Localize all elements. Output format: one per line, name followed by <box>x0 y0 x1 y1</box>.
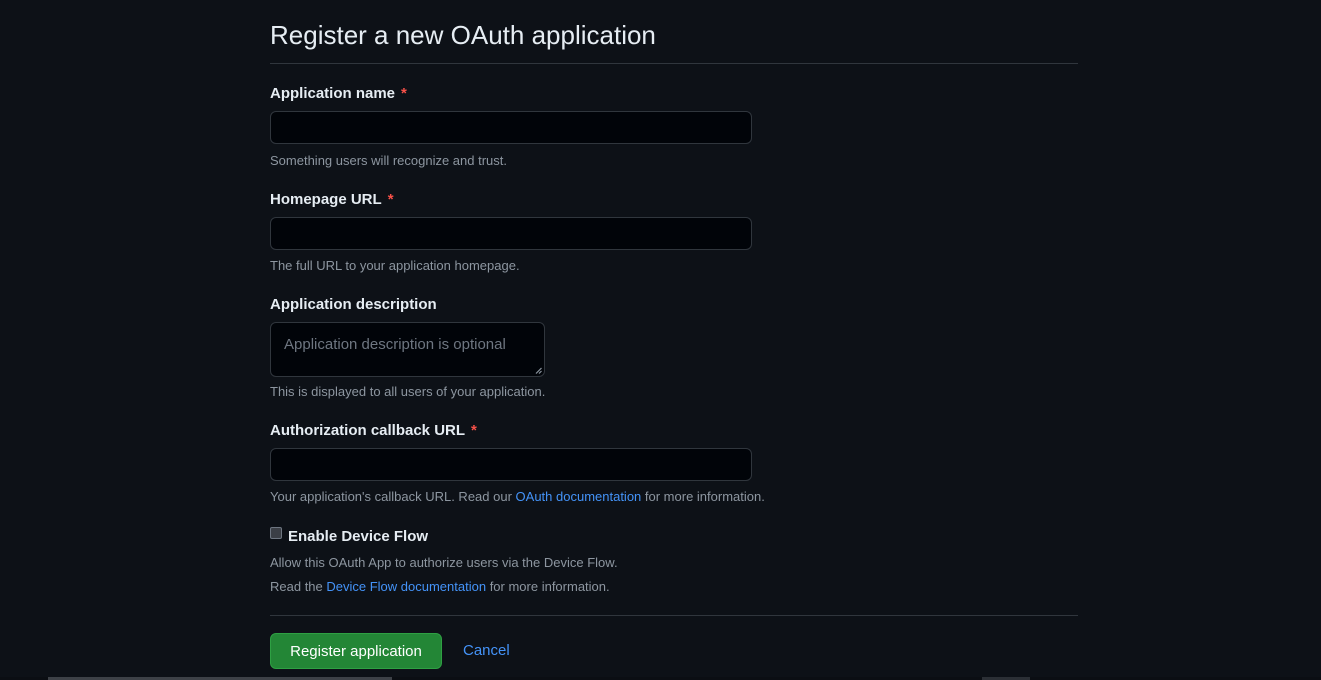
homepage-url-label: Homepage URL * <box>270 191 394 209</box>
callback-url-note-prefix: Your application's callback URL. Read ou… <box>270 489 516 504</box>
enable-device-flow-row[interactable]: Enable Device Flow <box>270 526 428 546</box>
homepage-url-note: The full URL to your application homepag… <box>270 258 520 273</box>
callback-url-input[interactable] <box>270 448 752 481</box>
application-name-input[interactable] <box>270 111 752 144</box>
application-description-note: This is displayed to all users of your a… <box>270 384 546 399</box>
register-application-button[interactable]: Register application <box>270 633 442 669</box>
oauth-documentation-link[interactable]: OAuth documentation <box>515 489 642 504</box>
cancel-link[interactable]: Cancel <box>463 642 510 659</box>
application-description-label: Application description <box>270 296 437 314</box>
application-description-textarea[interactable] <box>270 322 545 377</box>
device-flow-note-line2: Read the Device Flow documentation for m… <box>270 579 610 595</box>
scrollbar-thumb-secondary[interactable] <box>982 677 1030 680</box>
required-marker: * <box>387 191 394 208</box>
application-name-note: Something users will recognize and trust… <box>270 153 508 168</box>
horizontal-scrollbar[interactable] <box>0 677 1321 680</box>
callback-url-label: Authorization callback URL * <box>270 422 477 440</box>
device-flow-note-line1: Allow this OAuth App to authorize users … <box>270 555 618 570</box>
title-divider <box>270 63 1078 64</box>
callback-url-label-text: Authorization callback URL <box>270 422 466 439</box>
callback-url-note-suffix: for more information. <box>641 489 765 504</box>
homepage-url-input[interactable] <box>270 217 752 250</box>
application-name-label: Application name * <box>270 85 407 103</box>
application-name-label-text: Application name <box>270 85 396 102</box>
callback-url-note: Your application's callback URL. Read ou… <box>270 489 765 505</box>
horizontal-scrollbar-thumb[interactable] <box>48 677 392 680</box>
application-description-label-text: Application description <box>270 296 437 313</box>
page-title: Register a new OAuth application <box>270 20 656 50</box>
device-flow-note-suffix: for more information. <box>486 579 610 594</box>
enable-device-flow-label[interactable]: Enable Device Flow <box>288 528 429 545</box>
device-flow-note-prefix: Read the <box>270 579 327 594</box>
required-marker: * <box>401 85 407 102</box>
resize-handle-icon[interactable] <box>535 367 542 374</box>
required-marker: * <box>471 422 477 439</box>
homepage-url-label-text: Homepage URL <box>270 191 382 208</box>
device-flow-documentation-link[interactable]: Device Flow documentation <box>326 579 487 594</box>
enable-device-flow-checkbox[interactable] <box>270 527 282 539</box>
form-actions-divider <box>270 615 1078 616</box>
